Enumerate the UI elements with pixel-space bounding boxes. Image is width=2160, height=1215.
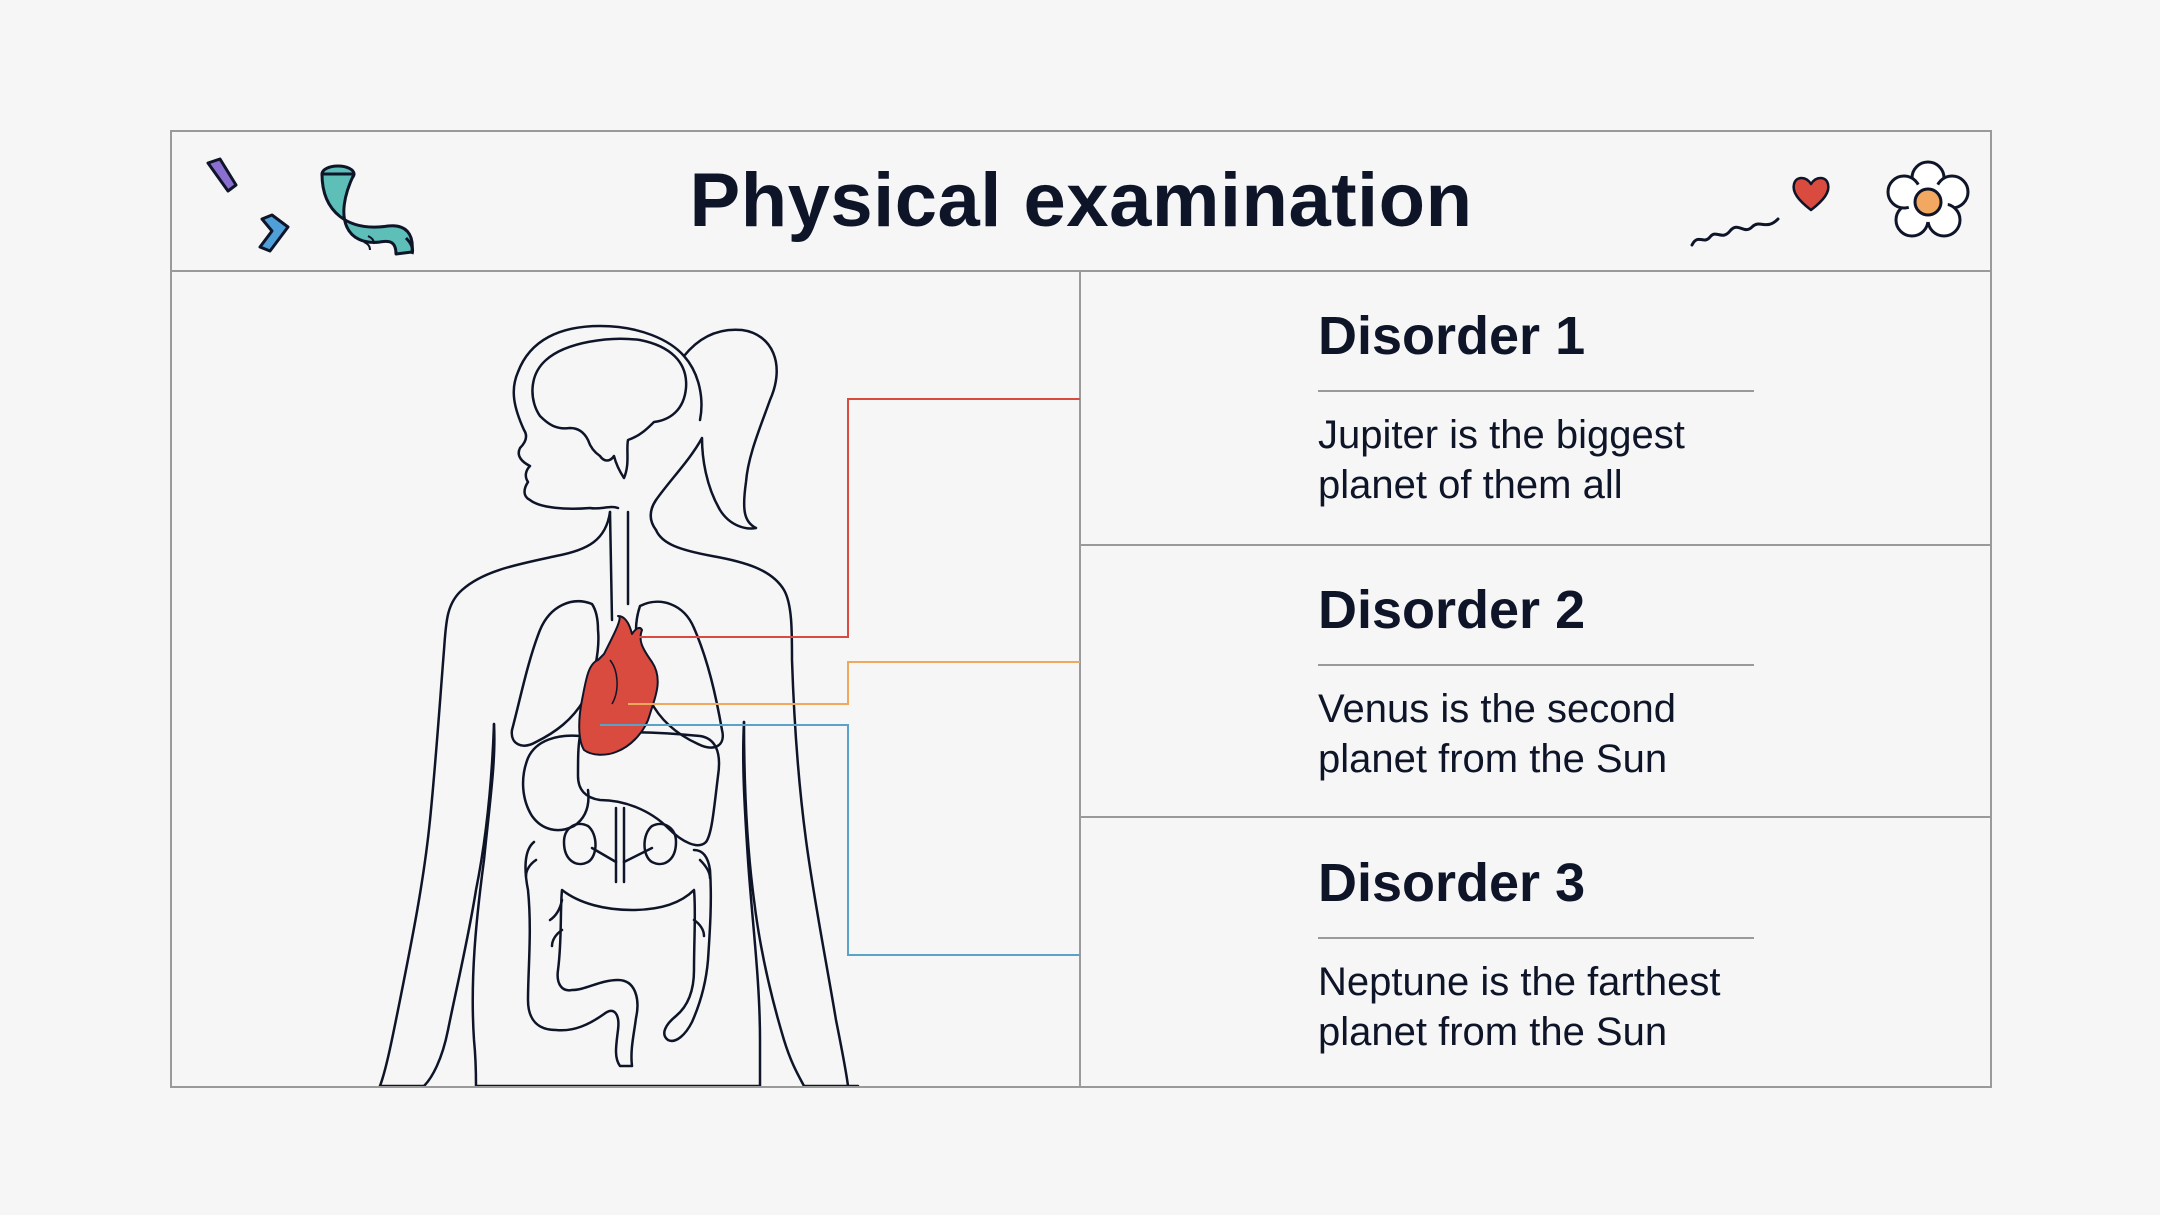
connector-line-3 [600,724,1080,956]
stomach-outline [521,734,590,832]
disorder-card-2: Disorder 2 Venus is the second planet fr… [1318,578,1758,784]
disorder-card-3: Disorder 3 Neptune is the farthest plane… [1318,851,1758,1057]
disorder-rule-2 [1318,664,1754,666]
lung-left [510,600,600,747]
disorder-description-1: Jupiter is the biggest planet of them al… [1318,413,1685,507]
squiggle-icon [1690,217,1780,247]
disorder-rule-1 [1318,390,1754,392]
body-diagram [378,324,1080,1086]
disorder-rule-3 [1318,937,1754,939]
disorder-card-1: Disorder 1 Jupiter is the biggest planet… [1318,304,1758,510]
row-divider-1 [1080,544,1991,546]
brain-outline [531,337,688,480]
row-divider-2 [1080,816,1991,818]
head-outline [512,324,778,532]
column-divider [1079,271,1081,1087]
flower-icon [1886,160,1970,238]
disorder-description-2: Venus is the second planet from the Sun [1318,687,1677,781]
disorder-title-2: Disorder 2 [1318,580,1586,640]
disorder-title-1: Disorder 1 [1318,306,1586,366]
heart-icon [1792,176,1830,212]
intestine-outline [524,840,713,1068]
connector-line-2 [628,661,1080,705]
torso-outline [378,510,612,1086]
heart-organ [578,615,659,756]
slide-frame [170,130,1992,1088]
page-title: Physical examination [689,157,1473,243]
confetti-icon [206,157,290,253]
header-divider [170,270,1992,272]
connector-line-1 [630,398,1080,638]
tube-icon [320,164,414,256]
liver-outline [576,730,721,847]
disorder-description-3: Neptune is the farthest planet from the … [1318,960,1721,1054]
disorder-title-3: Disorder 3 [1318,853,1586,913]
